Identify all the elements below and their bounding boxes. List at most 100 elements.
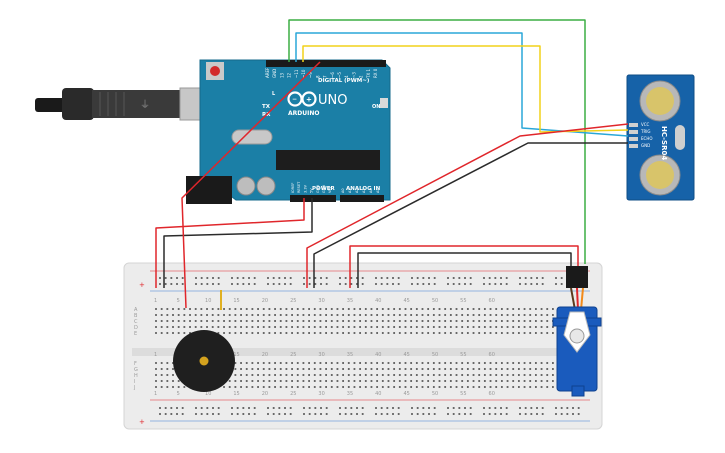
breadboard-hole[interactable] <box>500 326 503 328</box>
breadboard-hole[interactable] <box>319 326 322 328</box>
breadboard-hole[interactable] <box>370 326 373 328</box>
rail-hole[interactable] <box>242 413 245 415</box>
breadboard-hole[interactable] <box>308 380 310 382</box>
rail-hole[interactable] <box>361 413 364 415</box>
breadboard-hole[interactable] <box>404 314 407 316</box>
breadboard-hole[interactable] <box>211 314 214 316</box>
breadboard-hole[interactable] <box>376 308 379 310</box>
breadboard-hole[interactable] <box>410 308 413 310</box>
breadboard-hole[interactable] <box>240 386 242 388</box>
breadboard-hole[interactable] <box>245 308 248 310</box>
breadboard-hole[interactable] <box>455 386 458 388</box>
rail-hole[interactable] <box>170 413 173 415</box>
breadboard-hole[interactable] <box>325 308 327 310</box>
rail-hole[interactable] <box>308 407 311 409</box>
rail-hole[interactable] <box>242 283 245 285</box>
breadboard-hole[interactable] <box>234 314 237 316</box>
breadboard-hole[interactable] <box>274 362 276 364</box>
breadboard-hole[interactable] <box>336 308 339 310</box>
breadboard-hole[interactable] <box>444 326 447 328</box>
breadboard-hole[interactable] <box>472 326 475 328</box>
breadboard-hole[interactable] <box>160 308 163 310</box>
breadboard-hole[interactable] <box>325 380 327 382</box>
breadboard-hole[interactable] <box>223 308 225 310</box>
rail-hole[interactable] <box>447 413 449 415</box>
rail-hole[interactable] <box>560 283 563 285</box>
breadboard-hole[interactable] <box>421 308 424 310</box>
breadboard-hole[interactable] <box>483 326 486 328</box>
breadboard-hole[interactable] <box>489 332 492 334</box>
breadboard-hole[interactable] <box>268 320 271 322</box>
breadboard-hole[interactable] <box>381 326 384 328</box>
breadboard-hole[interactable] <box>172 332 174 334</box>
breadboard-hole[interactable] <box>387 362 390 364</box>
breadboard-hole[interactable] <box>466 320 469 322</box>
breadboard-hole[interactable] <box>546 332 549 334</box>
breadboard-hole[interactable] <box>455 332 458 334</box>
rail-hole[interactable] <box>164 407 167 409</box>
breadboard-hole[interactable] <box>523 374 526 376</box>
rail-hole[interactable] <box>217 407 220 409</box>
rail-hole[interactable] <box>242 277 245 279</box>
breadboard-hole[interactable] <box>172 320 174 322</box>
breadboard-hole[interactable] <box>432 308 435 310</box>
breadboard-hole[interactable] <box>274 332 276 334</box>
breadboard-hole[interactable] <box>415 326 418 328</box>
breadboard-hole[interactable] <box>177 320 180 322</box>
breadboard-hole[interactable] <box>211 326 214 328</box>
breadboard-hole[interactable] <box>285 380 288 382</box>
breadboard-hole[interactable] <box>347 326 350 328</box>
breadboard-hole[interactable] <box>472 332 475 334</box>
breadboard-hole[interactable] <box>325 386 327 388</box>
breadboard-hole[interactable] <box>472 320 475 322</box>
breadboard-hole[interactable] <box>432 362 435 364</box>
breadboard-hole[interactable] <box>234 368 237 370</box>
breadboard-hole[interactable] <box>155 326 157 328</box>
rail-hole[interactable] <box>494 407 497 409</box>
rail-hole[interactable] <box>375 413 377 415</box>
breadboard-hole[interactable] <box>438 332 441 334</box>
breadboard-hole[interactable] <box>438 362 441 364</box>
breadboard-hole[interactable] <box>262 374 265 376</box>
breadboard-hole[interactable] <box>325 326 327 328</box>
rail-hole[interactable] <box>433 413 436 415</box>
breadboard-hole[interactable] <box>200 320 203 322</box>
rail-hole[interactable] <box>231 283 233 285</box>
breadboard-hole[interactable] <box>347 368 350 370</box>
breadboard-hole[interactable] <box>183 326 186 328</box>
breadboard-hole[interactable] <box>404 368 407 370</box>
breadboard-hole[interactable] <box>404 380 407 382</box>
breadboard-hole[interactable] <box>296 308 299 310</box>
breadboard-hole[interactable] <box>398 314 401 316</box>
breadboard-hole[interactable] <box>376 362 379 364</box>
breadboard-hole[interactable] <box>364 386 367 388</box>
breadboard-hole[interactable] <box>234 326 237 328</box>
breadboard-hole[interactable] <box>404 386 407 388</box>
breadboard-hole[interactable] <box>415 320 418 322</box>
rail-hole[interactable] <box>555 413 557 415</box>
breadboard-hole[interactable] <box>540 314 543 316</box>
rail-hole[interactable] <box>469 277 472 279</box>
breadboard-hole[interactable] <box>211 308 214 310</box>
breadboard-hole[interactable] <box>228 332 231 334</box>
breadboard-hole[interactable] <box>455 380 458 382</box>
breadboard-hole[interactable] <box>342 380 345 382</box>
breadboard-hole[interactable] <box>268 332 271 334</box>
rail-hole[interactable] <box>397 283 400 285</box>
breadboard-hole[interactable] <box>421 320 424 322</box>
rail-hole[interactable] <box>464 277 466 279</box>
breadboard-hole[interactable] <box>466 308 469 310</box>
breadboard-hole[interactable] <box>319 368 322 370</box>
breadboard-hole[interactable] <box>160 386 163 388</box>
breadboard-hole[interactable] <box>381 380 384 382</box>
breadboard-hole[interactable] <box>461 386 464 388</box>
rail-hole[interactable] <box>253 413 256 415</box>
breadboard-hole[interactable] <box>251 326 254 328</box>
breadboard-hole[interactable] <box>336 332 339 334</box>
breadboard-hole[interactable] <box>495 386 498 388</box>
breadboard-hole[interactable] <box>489 380 492 382</box>
breadboard-hole[interactable] <box>285 332 288 334</box>
rail-hole[interactable] <box>303 407 305 409</box>
breadboard-hole[interactable] <box>478 320 481 322</box>
rail-hole[interactable] <box>356 277 358 279</box>
